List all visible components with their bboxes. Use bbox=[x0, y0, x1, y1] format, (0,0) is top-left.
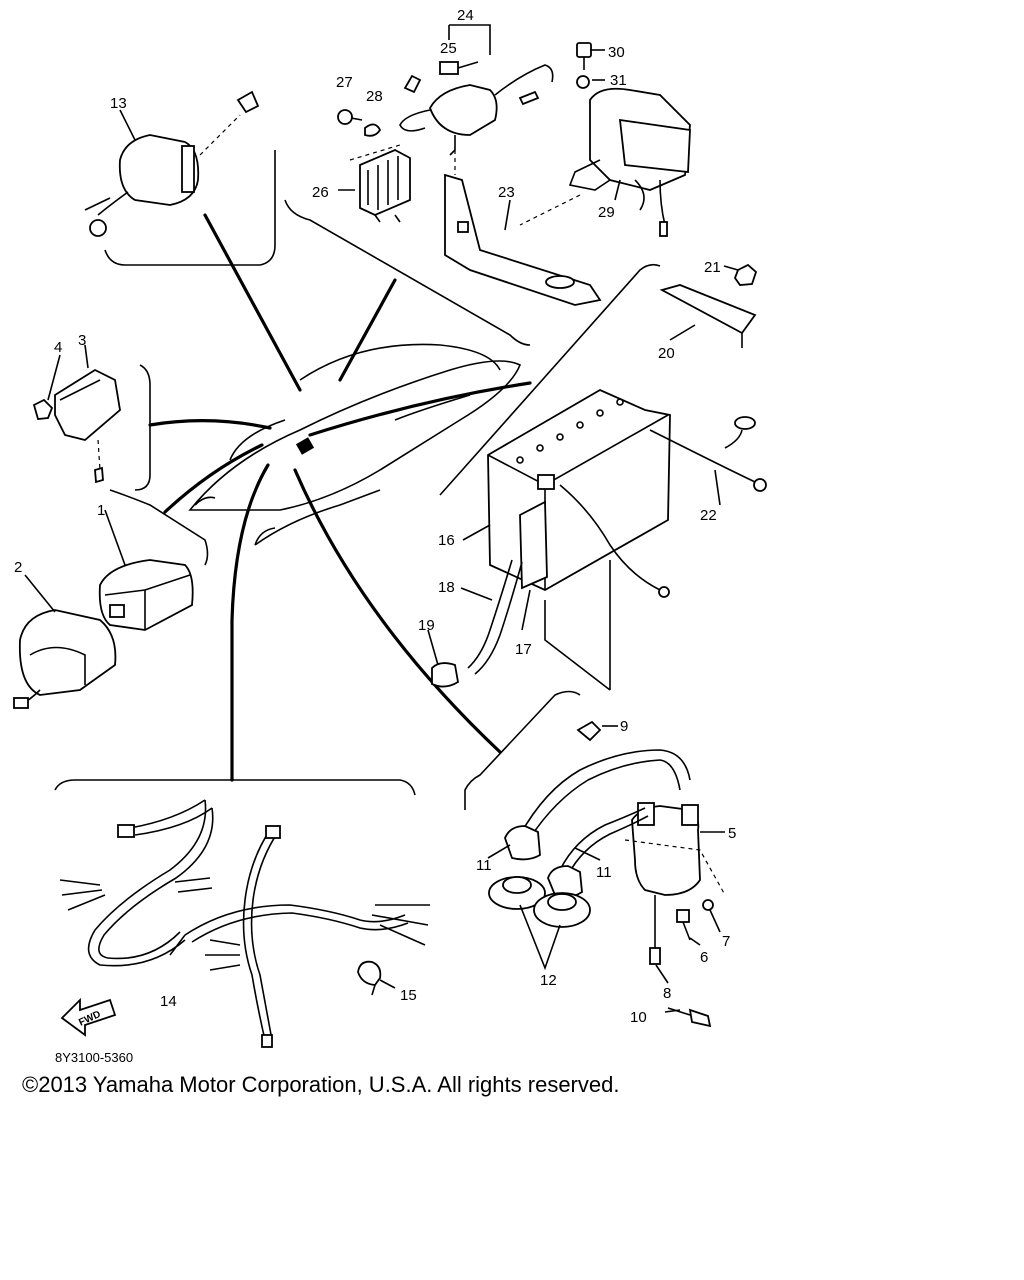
copyright-notice: ©2013 Yamaha Motor Corporation, U.S.A. A… bbox=[22, 1072, 620, 1097]
solenoid-29 bbox=[568, 87, 691, 237]
battery-16 bbox=[487, 388, 671, 592]
grommet-19 bbox=[431, 662, 459, 688]
nut-31 bbox=[576, 75, 590, 89]
callout-22: 22 bbox=[700, 507, 717, 524]
nut-4 bbox=[32, 398, 54, 420]
callout-11b: 11 bbox=[596, 864, 612, 881]
callout-7: 7 bbox=[722, 933, 730, 950]
leader-5 bbox=[293, 468, 502, 754]
callout-23: 23 bbox=[498, 184, 515, 201]
callout-29: 29 bbox=[598, 204, 615, 221]
bolt-6 bbox=[676, 909, 691, 941]
bracket-group-16 bbox=[439, 263, 661, 496]
callout-9: 9 bbox=[620, 718, 628, 735]
regulator-26 bbox=[349, 144, 411, 223]
callout-17: 17 bbox=[515, 641, 532, 658]
relay-assembly-24 bbox=[399, 64, 554, 156]
callout-19: 19 bbox=[418, 617, 435, 634]
bolt-30 bbox=[576, 42, 592, 70]
cable-clamp-15 bbox=[357, 960, 382, 996]
bracket-group-3 bbox=[134, 364, 151, 491]
leader-13 bbox=[203, 213, 302, 392]
leader-23 bbox=[338, 278, 397, 382]
callout-3: 3 bbox=[78, 332, 86, 349]
callout-25: 25 bbox=[440, 40, 457, 57]
diagram-code: 8Y3100-5360 bbox=[55, 1050, 134, 1065]
leader-1 bbox=[163, 443, 264, 514]
leader-3 bbox=[148, 419, 272, 430]
callout-21: 21 bbox=[704, 259, 721, 276]
bolt-27 bbox=[337, 109, 363, 125]
exploded-parts-diagram: 1 2 3 4 5 6 7 8 9 10 11 11 12 13 14 15 1… bbox=[13, 7, 767, 1048]
callout-16: 16 bbox=[438, 532, 455, 549]
ignition-coil-5 bbox=[624, 802, 726, 965]
callout-8: 8 bbox=[663, 985, 671, 1002]
bracket-group-14 bbox=[54, 779, 416, 796]
cdi-unit-1 bbox=[98, 559, 194, 631]
regulator-3 bbox=[54, 368, 121, 484]
bolt-25 bbox=[439, 61, 479, 75]
callout-30: 30 bbox=[608, 44, 625, 61]
callout-18: 18 bbox=[438, 579, 455, 596]
leader-14 bbox=[230, 463, 270, 782]
callout-10: 10 bbox=[630, 1009, 647, 1026]
callout-13: 13 bbox=[110, 95, 127, 112]
battery-band-20 bbox=[659, 284, 757, 348]
callout-12: 12 bbox=[540, 972, 557, 989]
vehicle-body bbox=[188, 343, 522, 546]
battery-lead-22 bbox=[544, 416, 767, 691]
plug-covers-12 bbox=[488, 876, 591, 928]
bracket-group-13 bbox=[104, 150, 276, 266]
callout-1: 1 bbox=[97, 502, 105, 519]
callout-24: 24 bbox=[457, 7, 474, 24]
callout-4: 4 bbox=[54, 339, 62, 356]
callout-28: 28 bbox=[366, 88, 383, 105]
callout-26: 26 bbox=[312, 184, 329, 201]
washer-7 bbox=[702, 899, 714, 911]
callout-27: 27 bbox=[336, 74, 353, 91]
bracket-group-5 bbox=[464, 690, 581, 810]
main-switch-13 bbox=[84, 90, 260, 237]
callout-20: 20 bbox=[658, 345, 675, 362]
nut-21 bbox=[733, 263, 758, 286]
label-plate-17 bbox=[519, 500, 548, 590]
callout-15: 15 bbox=[400, 987, 417, 1004]
clip-9 bbox=[576, 720, 602, 742]
callout-14: 14 bbox=[160, 993, 177, 1010]
bracket-23 bbox=[444, 150, 602, 306]
callout-11a: 11 bbox=[476, 857, 492, 874]
wire-harness-14 bbox=[59, 799, 430, 1048]
callout-31: 31 bbox=[610, 72, 627, 89]
clip-28 bbox=[364, 123, 382, 137]
leader-16 bbox=[308, 381, 532, 437]
breather-hose-18 bbox=[467, 559, 523, 675]
callout-2: 2 bbox=[14, 559, 22, 576]
bolt-10 bbox=[667, 1007, 712, 1028]
plug-caps-11 bbox=[504, 749, 691, 898]
bracket-group-1 bbox=[109, 489, 209, 566]
callout-5: 5 bbox=[728, 825, 736, 842]
callout-6: 6 bbox=[700, 949, 708, 966]
bracket-group-23 bbox=[284, 199, 531, 346]
cover-2 bbox=[13, 609, 117, 709]
